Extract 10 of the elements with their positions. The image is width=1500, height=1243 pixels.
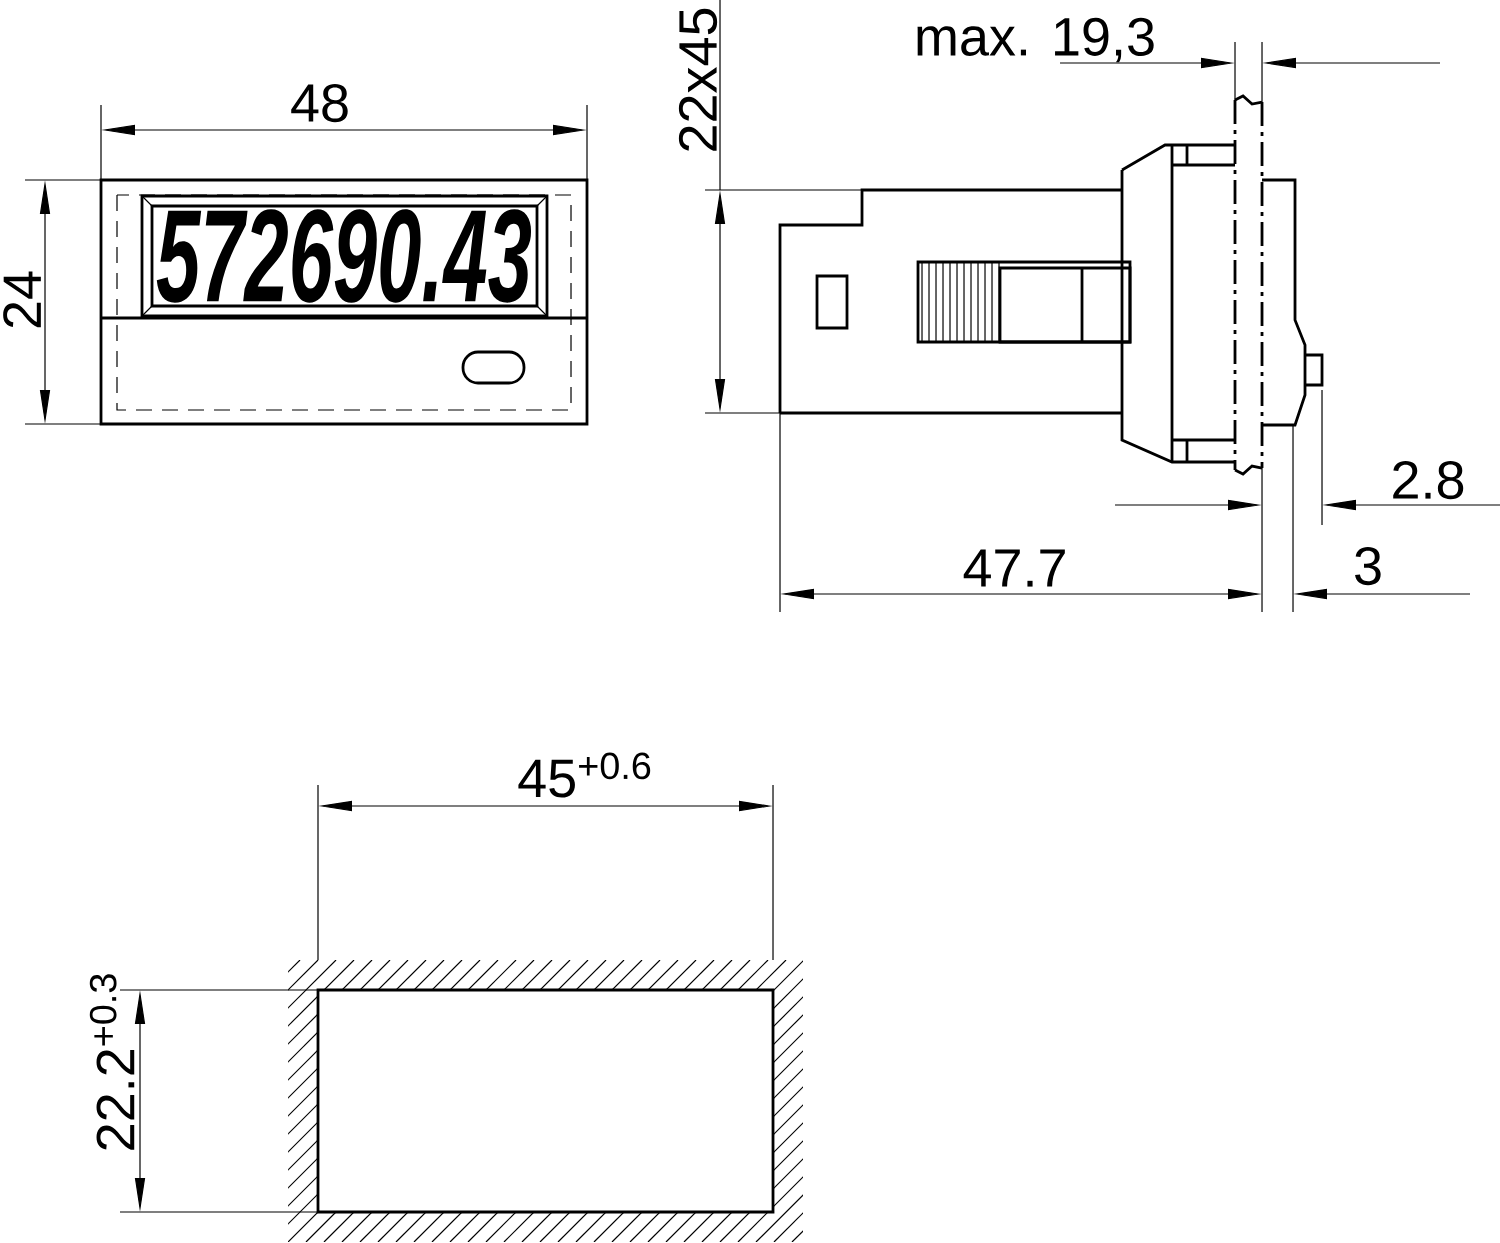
- dimension-text: max. 19,3: [917, 17, 1154, 63]
- dimension-text: 45$^{+0.6}$: [518, 752, 651, 798]
- dimension-text: 3: [1355, 546, 1381, 586]
- display-digits: 572690.43: [156, 209, 532, 303]
- dimension-text: 47.7: [963, 549, 1065, 587]
- dimension-text: 22x45: [678, 8, 718, 151]
- dimension-text: 2.8: [1393, 460, 1464, 500]
- dimension-text: 22.2$^{+0.3}$: [89, 974, 135, 1150]
- dimension-text: 48: [291, 83, 348, 123]
- dimension-text: 24: [3, 271, 41, 328]
